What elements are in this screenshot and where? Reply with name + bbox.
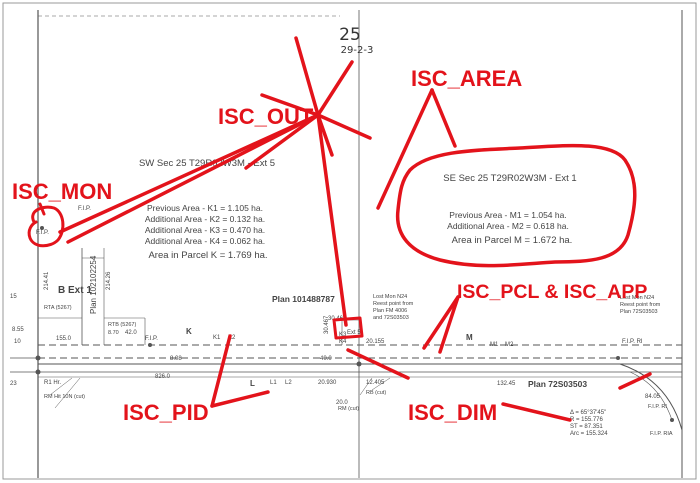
dim-label: 30.467 bbox=[324, 315, 330, 334]
fip-ri-label: F.I.P. RI bbox=[622, 339, 643, 345]
callout-isc-dim: ISC_DIM bbox=[408, 400, 497, 425]
dim-label: 155.0 bbox=[56, 336, 72, 342]
isc-out-pointer bbox=[58, 36, 372, 327]
isc-area-pointer bbox=[376, 88, 434, 210]
fip-ria-label: F.I.P. RIA bbox=[650, 431, 673, 437]
fip-label: F.I.P. bbox=[78, 206, 91, 212]
callout-strokes bbox=[27, 36, 652, 422]
parcel-m-label: M bbox=[466, 333, 473, 342]
callout-isc-area: ISC_AREA bbox=[411, 66, 522, 91]
se-area-line: Additional Area - M2 = 0.618 ha. bbox=[447, 221, 569, 231]
dim-label: 8.55 bbox=[12, 327, 24, 333]
parcel-l1-label: L1 bbox=[270, 380, 277, 386]
parcel-k-label: K bbox=[186, 327, 192, 336]
isc-mon-circle bbox=[27, 205, 65, 248]
callout-isc-pid: ISC_PID bbox=[123, 400, 209, 425]
dim-label: 15 bbox=[10, 294, 17, 300]
rm-cut-label: RM (cut) bbox=[338, 406, 359, 412]
curve-data: Arc = 155.324 bbox=[570, 431, 608, 437]
dim-label: 20.930 bbox=[318, 380, 337, 386]
isc-mon-pointer bbox=[38, 202, 46, 216]
plan-linework bbox=[10, 10, 683, 478]
isc-dim-pointer bbox=[346, 348, 410, 380]
isc-area-pointer bbox=[430, 88, 457, 148]
callout-isc-out: ISC_OUT bbox=[218, 104, 314, 129]
fip-ri-label: F.I.P. RI bbox=[648, 404, 667, 410]
se-area-title: SE Sec 25 T29R02W3M - Ext 1 bbox=[443, 173, 576, 184]
sw-area-line: Additional Area - K3 = 0.470 ha. bbox=[145, 225, 265, 235]
sw-area-line: Previous Area - K1 = 1.105 ha. bbox=[147, 203, 263, 213]
sw-area-line: Additional Area - K4 = 0.062 ha. bbox=[145, 236, 265, 246]
survey-monuments bbox=[35, 226, 674, 422]
parcel-k1-label: K1 bbox=[213, 335, 221, 341]
r1-label: R1 Hr. bbox=[44, 380, 61, 386]
plan-left-label: Plan 102102254 bbox=[89, 255, 98, 314]
dim-label: 214.26 bbox=[106, 271, 112, 290]
fip-label: F.I.P. bbox=[145, 336, 158, 342]
dim-label: 8.08 bbox=[170, 356, 182, 362]
lost-mon-note: Reest point from bbox=[373, 301, 414, 307]
dim-label: 12.405 bbox=[366, 380, 385, 386]
fip-label: F.I.P. bbox=[36, 230, 49, 236]
se-area-total: Area in Parcel M = 1.672 ha. bbox=[452, 235, 573, 246]
curve-data: ST = 87.351 bbox=[570, 424, 603, 430]
lost-mon-note: Plan 72S03503 bbox=[620, 309, 658, 315]
isc-app-pointer bbox=[438, 295, 460, 354]
rm-hit-label: RM Hit 10N (cut) bbox=[44, 394, 85, 400]
dim-label: 10 bbox=[14, 339, 21, 345]
section-number: 25 bbox=[339, 25, 361, 45]
curve-data: R = 155.776 bbox=[570, 417, 604, 423]
callout-isc-mon: ISC_MON bbox=[12, 179, 112, 204]
curve-data: Δ = 65°37'45" bbox=[570, 410, 606, 416]
rtb-label: RTB (5267) bbox=[108, 322, 136, 328]
dim-label: 826.0 bbox=[155, 374, 171, 380]
isc-pcl-pointer bbox=[422, 295, 460, 350]
dim-label: 20.155 bbox=[366, 339, 385, 345]
plan-right-label: Plan 72S03503 bbox=[528, 379, 587, 389]
section-ref: 29-2-3 bbox=[341, 45, 374, 56]
isc-pid-pointer bbox=[210, 390, 270, 408]
isc-dim-pointer bbox=[618, 372, 652, 390]
sw-area-total: Area in Parcel K = 1.769 ha. bbox=[148, 250, 267, 261]
sw-area-line: Additional Area - K2 = 0.132 ha. bbox=[145, 214, 265, 224]
se-area-line: Previous Area - M1 = 1.054 ha. bbox=[449, 210, 566, 220]
dim-label: 40.0 bbox=[320, 356, 332, 362]
lost-mon-note: Lost Mon N24 bbox=[620, 295, 654, 301]
parcel-l-label: L bbox=[250, 379, 255, 388]
parcel-m2-label: M2 bbox=[505, 342, 514, 348]
rb-cut-label: RB (cut) bbox=[366, 390, 386, 396]
lost-mon-note: Lost Mon N24 bbox=[373, 294, 407, 300]
plan-middle-label: Plan 101488787 bbox=[272, 294, 335, 304]
parcel-k4-label: K4 bbox=[339, 339, 347, 345]
parcel-k2-label: K2 bbox=[228, 335, 236, 341]
dim-label: 84.05 bbox=[645, 394, 661, 400]
parcel-m1-label: M1 bbox=[490, 342, 499, 348]
rta-label: RTA (5267) bbox=[44, 305, 72, 311]
isc-pid-pointer bbox=[210, 334, 232, 408]
k-box bbox=[332, 316, 364, 340]
dim-label: 23 bbox=[10, 381, 17, 387]
dim-label: 214.41 bbox=[44, 271, 50, 290]
parcel-k3-label: K3 bbox=[339, 332, 347, 338]
lost-mon-note: Plan FM 4006 bbox=[373, 308, 407, 314]
dim-label: 8.70 bbox=[108, 330, 119, 336]
isc-area-outline bbox=[395, 143, 637, 268]
callout-isc-pcl-app: ISC_PCL & ISC_APP bbox=[457, 281, 647, 303]
lost-mon-note: and 72S03503 bbox=[373, 315, 409, 321]
parcel-l2-label: L2 bbox=[285, 380, 292, 386]
isc-dim-pointer bbox=[501, 402, 572, 422]
lost-mon-note: Reest point from bbox=[620, 302, 661, 308]
dim-label: 20.0 bbox=[336, 400, 348, 406]
dim-label: 132.45 bbox=[497, 381, 516, 387]
parcel-b-label: B Ext 1 bbox=[58, 285, 92, 296]
dim-label: 42.0 bbox=[125, 330, 137, 336]
ext5-label: Ext 5 bbox=[347, 330, 361, 336]
